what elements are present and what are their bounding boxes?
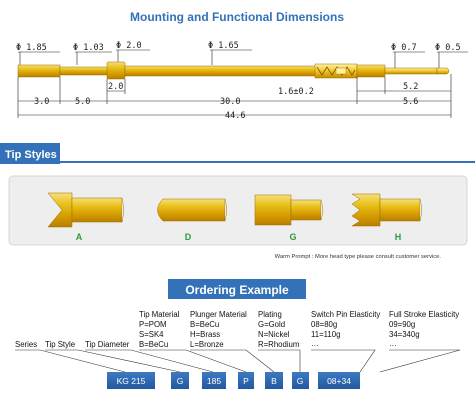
ordering-connectors: [15, 349, 461, 373]
tip-style-label: Tip Style: [45, 340, 75, 349]
plunger-material-option: L=Bronze: [190, 340, 224, 349]
tip-g-drawing: [254, 194, 323, 226]
full-stroke-option: …: [389, 339, 397, 348]
dim-l52: 5.2: [403, 82, 418, 92]
tip-styles-tab: [0, 143, 60, 164]
code-series: KG 215: [117, 376, 146, 386]
plunger-material-column: Plunger Material B=BeCu H=Brass L=Bronze: [190, 310, 247, 349]
switch-pin-option: …: [311, 339, 319, 348]
dim-d20: Φ 2.0: [116, 41, 142, 51]
dim-l16: 1.6±0.2: [278, 87, 314, 97]
switch-pin-title: Switch Pin Elasticity: [311, 310, 380, 319]
tip-material-title: Tip Material: [139, 310, 180, 319]
probe-neck: [59, 66, 109, 76]
series-label: Series: [15, 340, 37, 349]
warm-prompt-note: Warm Prompt : More head type please cons…: [275, 254, 442, 260]
code-tip-material: P: [243, 376, 249, 386]
tip-label-h: H: [395, 232, 402, 242]
dim-d103: Φ 1.03: [73, 43, 104, 53]
dim-l446: 44.6: [225, 111, 245, 121]
tip-material-option: P=POM: [139, 320, 167, 329]
code-box-elasticity: [318, 372, 360, 389]
code-box-tip-material: [238, 372, 254, 389]
code-plunger-material: B: [271, 376, 277, 386]
tip-d-drawing: [157, 198, 227, 222]
code-box-series: [107, 372, 155, 389]
code-box-tip-style: [171, 372, 189, 389]
tip-styles-section: Tip Styles A D G H Warm Prompt : M: [0, 143, 475, 260]
dim-l20: 2.0: [108, 82, 123, 92]
ordering-section: Ordering Example Tip Material P=POM S=SK…: [15, 279, 461, 389]
code-box-tip-diameter: [202, 372, 226, 389]
code-tip-style: G: [177, 376, 184, 386]
plunger-material-option: B=BeCu: [190, 320, 219, 329]
code-tip-diameter: 185: [207, 376, 221, 386]
probe-tube-end: [356, 64, 386, 78]
dim-d05: Φ 0.5: [435, 43, 461, 53]
tip-styles-panel: [8, 175, 468, 246]
probe-tip: [436, 67, 450, 75]
order-code-boxes: KG 215 G 185 P B G 08+34: [107, 372, 360, 389]
plunger-material-title: Plunger Material: [190, 310, 247, 319]
tip-diameter-label: Tip Diameter: [85, 340, 130, 349]
plating-column: Plating G=Gold N=Nickel R=Rhodium: [258, 310, 299, 349]
tip-styles-bar: [0, 143, 475, 164]
dim-l30: 3.0: [34, 97, 49, 107]
plating-option: N=Nickel: [258, 330, 290, 339]
switch-pin-column: Switch Pin Elasticity 08=80g 11=110g …: [311, 310, 380, 348]
plating-option: R=Rhodium: [258, 340, 299, 349]
dim-l300: 30.0: [220, 97, 240, 107]
ordering-banner: [168, 279, 306, 299]
probe-drawing: Φ 1.85 Φ 1.03 Φ 2.0 Φ 1.65 Φ 0.7 Φ 0.5: [16, 41, 468, 121]
full-stroke-option: 09=90g: [389, 320, 415, 329]
switch-pin-option: 08=80g: [311, 320, 337, 329]
dim-l56: 5.6: [403, 97, 418, 107]
ordering-heading: Ordering Example: [185, 283, 289, 297]
tip-styles-heading: Tip Styles: [5, 149, 57, 161]
probe-collar: [106, 61, 126, 80]
code-elasticity: 08+34: [327, 376, 351, 386]
code-box-plating: [292, 372, 309, 389]
spring-coil: [316, 66, 356, 76]
probe-plunger: [384, 67, 438, 75]
tip-label-g: G: [289, 232, 296, 242]
probe-flange: [17, 64, 61, 78]
tip-h-drawing: [351, 193, 422, 227]
tip-label-a: A: [76, 232, 83, 242]
full-stroke-column: Full Stroke Elasticity 09=90g 34=340g …: [389, 310, 459, 348]
plunger-material-option: H=Brass: [190, 330, 220, 339]
dim-d165: Φ 1.65: [208, 41, 239, 51]
plating-title: Plating: [258, 310, 282, 319]
full-stroke-title: Full Stroke Elasticity: [389, 310, 459, 319]
page-title: Mounting and Functional Dimensions: [130, 10, 344, 24]
tip-label-d: D: [185, 232, 192, 242]
dim-d185: Φ 1.85: [16, 43, 47, 53]
tip-material-option: S=SK4: [139, 330, 164, 339]
code-plating: G: [297, 376, 304, 386]
dim-l50: 5.0: [75, 97, 90, 107]
probe-barrel: [124, 65, 326, 77]
tip-material-column: Tip Material P=POM S=SK4 B=BeCu: [139, 310, 180, 349]
tip-a-drawing: [47, 192, 124, 228]
dim-d07: Φ 0.7: [391, 43, 417, 53]
full-stroke-option: 34=340g: [389, 330, 420, 339]
switch-pin-option: 11=110g: [311, 330, 340, 339]
plating-option: G=Gold: [258, 320, 285, 329]
tip-material-option: B=BeCu: [139, 340, 168, 349]
code-box-plunger-material: [265, 372, 283, 389]
